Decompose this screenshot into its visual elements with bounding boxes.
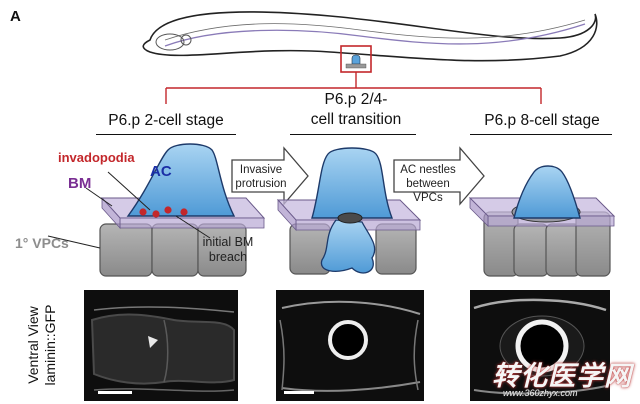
invadopodia-dot [164,206,172,214]
label-ac: AC [150,163,172,180]
pointer-line [85,187,113,207]
micrograph-transition-drawing [276,290,424,401]
worm-body [142,11,598,62]
stage-title-line: cell transition [310,111,402,128]
arrow-label-invasive: Invasive protrusion [234,163,288,191]
invadopodia-dot [139,208,147,216]
label-breach-line: initial BM [202,235,254,249]
label-breach-line: breach [208,250,248,264]
stage-title-transition: P6.p 2/4- cell transition [276,90,436,130]
side-label-line: Ventral View [25,306,41,384]
scale-bar [284,391,314,394]
vpc-cell [545,223,581,277]
stage-title-line: P6.p 2-cell stage [108,112,224,129]
invadopodia-dot [180,208,188,216]
bm-sheet-side [101,196,121,230]
bm-gap-ring [515,319,569,373]
panel-letter: A [10,8,21,25]
arrow-label-line: between VPCs [406,178,450,204]
stage-title-8cell: P6.p 8-cell stage [462,111,622,131]
vpc-cell [99,223,153,277]
label-vpcs: 1° VPCs [15,235,69,251]
stage-underline [290,134,416,135]
ac-cell [513,165,581,219]
pointer-line [47,235,101,249]
bm-gap-ring [328,320,368,360]
stage1-diagram [47,143,266,277]
stage-underline [96,134,236,135]
stage-diagrams [47,143,616,277]
ac-protrusion [320,219,376,274]
stage3-diagram [468,165,616,277]
vpc-cell [513,223,549,277]
ac-cell [311,147,394,219]
side-label-line: laminin::GFP [42,304,58,386]
pointer-line [175,215,211,239]
scale-bar [98,391,132,394]
worm-inner-tract [164,23,586,47]
watermark-url: www.360zhyx.com [503,388,578,398]
arrow-label-line: Invasive [239,164,283,176]
micrograph-2cell-drawing [84,290,238,401]
vpc-cell [375,223,417,275]
bm-sheet-side [469,197,489,227]
bm-breach-hole [337,212,363,224]
micrograph-transition [276,290,424,401]
worm-overview-diagram [142,11,598,104]
micrograph-8cell [470,290,610,401]
arrow-shape [231,146,309,206]
stage2-diagram [276,147,422,275]
invadopodia-dot [152,210,160,218]
label-invadopodia: invadopodia [58,150,135,165]
stage-title-line: P6.p 2/4- [324,91,388,108]
watermark-text: 转化医学网 [492,361,632,391]
worm-pharynx [155,33,185,51]
pointer-line [107,171,151,211]
micrograph-8cell-drawing [470,290,610,401]
bm-sheet-side [277,198,297,232]
worm-pharynx-bulb [180,34,192,46]
arrow-shape [393,146,485,206]
stage-title-line: P6.p 8-cell stage [484,112,600,129]
label-breach: initial BM breach [192,235,264,265]
vulva-ac-mini [351,54,361,65]
arrowhead-marker [148,336,158,348]
stage-underline [470,134,612,135]
arrow-label-line: protrusion [235,178,287,190]
stage-title-2cell: P6.p 2-cell stage [86,111,246,131]
worm-inner-tract-2 [164,19,586,41]
micrograph-2cell [84,290,238,401]
arrow-label-nestle: AC nestles between VPCs [392,163,464,205]
arrow-label-line: AC nestles [400,164,456,176]
ac-cell [126,143,236,217]
label-bm: BM [68,175,92,192]
vulva-cells-mini [345,63,367,69]
